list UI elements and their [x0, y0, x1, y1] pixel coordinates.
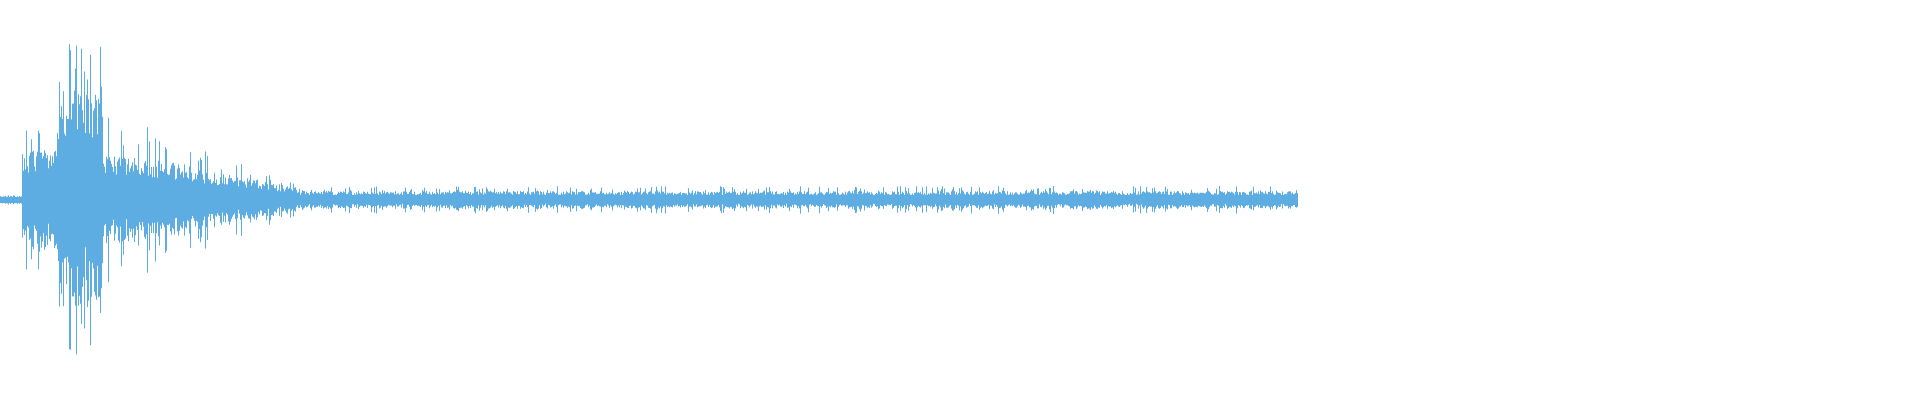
audio-waveform	[0, 44, 1298, 355]
